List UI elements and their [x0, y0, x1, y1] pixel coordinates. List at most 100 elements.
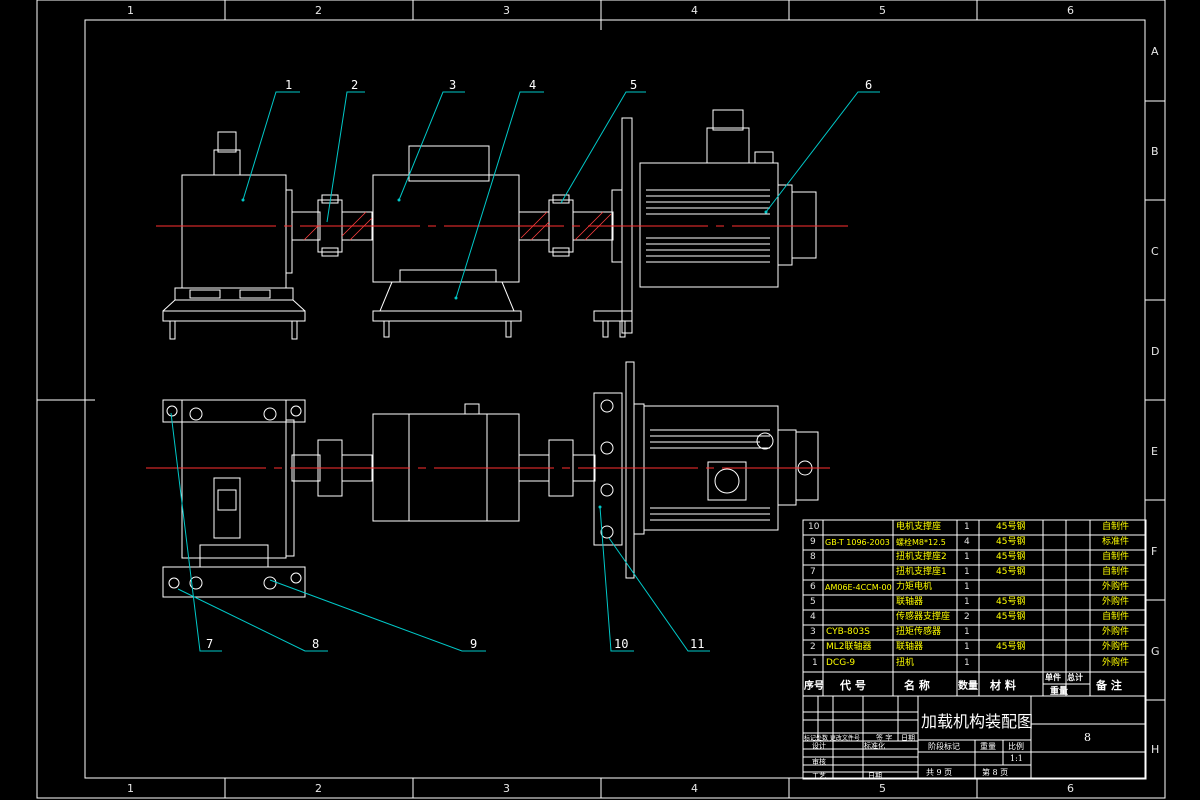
- scale-value: 1:1: [1010, 754, 1023, 763]
- grid-row-h: H: [1151, 743, 1160, 756]
- bom-name: 扭矩传感器: [896, 627, 942, 637]
- stage-mark-label: 阶段标记: [928, 742, 960, 751]
- bom-material: 45号钢: [996, 537, 1026, 547]
- bom-header-name: 名 称: [904, 679, 930, 692]
- bom-name: 联轴器: [896, 642, 924, 652]
- bom-no: 2: [810, 642, 816, 652]
- bom-code: CYB-803S: [826, 627, 870, 637]
- grid-col-3-top: 3: [503, 4, 510, 17]
- grid-col-2-top: 2: [315, 4, 322, 17]
- callout-9: 9: [470, 637, 478, 651]
- bom-name: 力矩电机: [896, 582, 933, 592]
- callout-5: 5: [630, 78, 638, 92]
- grid-col-3-bottom: 3: [503, 782, 510, 795]
- callout-8: 8: [312, 637, 320, 651]
- bom-no: 10: [808, 522, 820, 532]
- bom-header-weight: 重量: [1050, 687, 1069, 697]
- callout-4: 4: [529, 78, 537, 92]
- process-label: 工艺: [812, 772, 826, 780]
- bom-no: 5: [810, 597, 816, 607]
- bom-note: 自制件: [1102, 612, 1130, 622]
- bom-header-note: 备 注: [1096, 679, 1122, 692]
- grid-col-2-bottom: 2: [315, 782, 322, 795]
- bom-note: 自制件: [1102, 552, 1130, 562]
- grid-row-g: G: [1151, 645, 1160, 658]
- grid-row-b: B: [1151, 145, 1159, 158]
- bom-qty: 4: [964, 537, 970, 547]
- plan-view: [162, 361, 819, 598]
- signature-label: 签 字: [876, 734, 893, 742]
- bom-qty: 1: [964, 522, 970, 532]
- grid-col-4-bottom: 4: [691, 782, 698, 795]
- bom-table-lines: [802, 519, 1147, 697]
- grid-col-5-bottom: 5: [879, 782, 886, 795]
- bom-code: AM06E-4CCM-00: [825, 583, 892, 592]
- drawing-number: 8: [1084, 731, 1091, 744]
- total-sheets: 共 9 页: [926, 768, 953, 777]
- date-label-2: 日期: [868, 772, 882, 780]
- bom-note: 外购件: [1102, 597, 1130, 607]
- grid-row-f: F: [1151, 545, 1158, 558]
- bom-no: 8: [810, 552, 816, 562]
- bom-no: 4: [810, 612, 816, 622]
- drawing-title: 加载机构装配图: [921, 712, 1034, 731]
- designer-label: 设计: [812, 742, 826, 750]
- loader-body: [181, 174, 287, 289]
- bom-no: 1: [812, 658, 818, 668]
- bom-code: ML2联轴器: [826, 642, 872, 652]
- grid-row-c: C: [1151, 245, 1159, 258]
- bom-note: 自制件: [1102, 567, 1130, 577]
- bom-material: 45号钢: [996, 567, 1026, 577]
- bom-material: 45号钢: [996, 612, 1026, 622]
- bom-name: 扭机: [896, 658, 915, 668]
- bom-name: 扭机支撑座2: [896, 552, 947, 562]
- bom-code: DCG-9: [826, 658, 856, 668]
- weight-label: 重量: [980, 742, 996, 751]
- bom-code: GB-T 1096-2003: [825, 538, 890, 547]
- scale-label: 比例: [1008, 742, 1024, 751]
- bom-no: 7: [810, 567, 816, 577]
- row-ticks: [1145, 100, 1165, 701]
- grid-col-4-top: 4: [691, 4, 698, 17]
- bom-name: 传感器支撑座: [896, 612, 951, 622]
- bom-name: 扭机支撑座1: [896, 567, 947, 577]
- bom-qty: 1: [964, 552, 970, 562]
- grid-col-6-bottom: 6: [1067, 782, 1074, 795]
- bom-header-material: 材 料: [990, 679, 1016, 692]
- grid-col-6-top: 6: [1067, 4, 1074, 17]
- date-label: 日期: [901, 734, 915, 742]
- coupling-hatch: [303, 211, 612, 241]
- grid-col-1-bottom: 1: [127, 782, 134, 795]
- standardization-label: 标准化: [864, 742, 885, 750]
- bom-note: 自制件: [1102, 522, 1130, 532]
- bom-name: 电机支撑座: [896, 522, 942, 532]
- callout-11: 11: [690, 637, 705, 651]
- callout-6: 6: [865, 78, 873, 92]
- bom-qty: 1: [964, 597, 970, 607]
- bom-no: 9: [810, 537, 816, 547]
- inner-frame: [84, 19, 1146, 779]
- bom-material: 45号钢: [996, 597, 1026, 607]
- bom-qty: 2: [964, 612, 970, 622]
- bom-note: 外购件: [1102, 658, 1130, 668]
- front-view: [162, 109, 817, 340]
- bom-material: 45号钢: [996, 642, 1026, 652]
- title-block-lines: [802, 695, 1147, 780]
- callout-3: 3: [449, 78, 457, 92]
- leader-lines: [170, 91, 880, 652]
- callout-1: 1: [285, 78, 293, 92]
- callout-10: 10: [614, 637, 629, 651]
- bom-name: 螺栓M8*12.5: [896, 538, 946, 547]
- bom-header-no: 序号: [804, 681, 824, 692]
- bom-name: 联轴器: [896, 597, 924, 607]
- bom-qty: 1: [964, 642, 970, 652]
- bom-header-code: 代 号: [840, 679, 866, 692]
- grid-row-d: D: [1151, 345, 1160, 358]
- callout-2: 2: [351, 78, 359, 92]
- bom-header-unit-weight: 单件: [1045, 672, 1061, 682]
- bom-header-qty: 数量: [958, 681, 978, 692]
- bom-qty: 1: [964, 582, 970, 592]
- review-label: 审核: [812, 758, 826, 766]
- bom-header-total-weight: 总计: [1067, 672, 1083, 682]
